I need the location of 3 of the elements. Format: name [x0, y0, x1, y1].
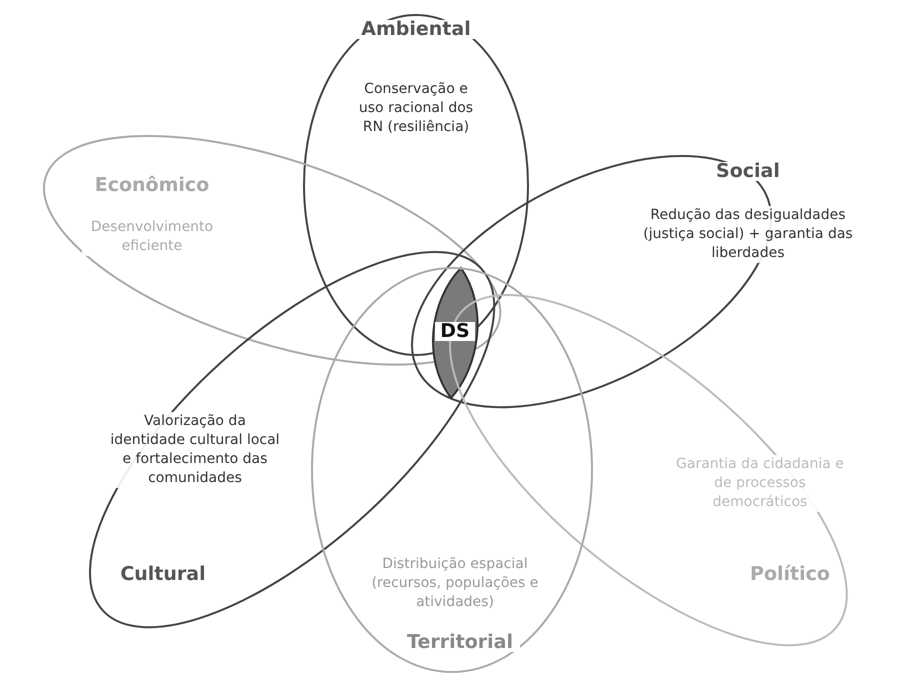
ellipse-heading: DS — [435, 322, 475, 341]
ellipse-heading: Ambiental — [356, 20, 476, 39]
ellipse-text: Garantia da cidadania e de processos democráticos — [674, 454, 845, 512]
